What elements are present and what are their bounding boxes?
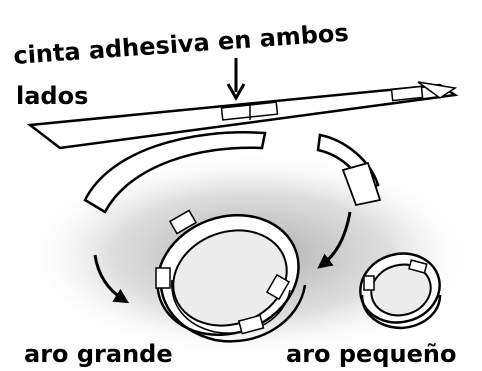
curved-arrow-icon [93, 254, 130, 304]
label-large-ring: aro grande [24, 340, 173, 368]
strip-curve-right [316, 133, 382, 207]
small-ring [359, 252, 442, 330]
label-tape-line2: lados [16, 82, 88, 110]
label-tape-line1: cinta adhesiva en ambos [12, 19, 349, 70]
label-small-ring: aro pequeño [286, 340, 456, 368]
large-ring [155, 209, 307, 343]
tape-piece-right [390, 85, 424, 102]
arrow-down-icon [226, 58, 246, 102]
strip-curve-left [83, 131, 267, 214]
paper-strip [26, 81, 459, 150]
curved-arrow-icon [317, 211, 352, 269]
